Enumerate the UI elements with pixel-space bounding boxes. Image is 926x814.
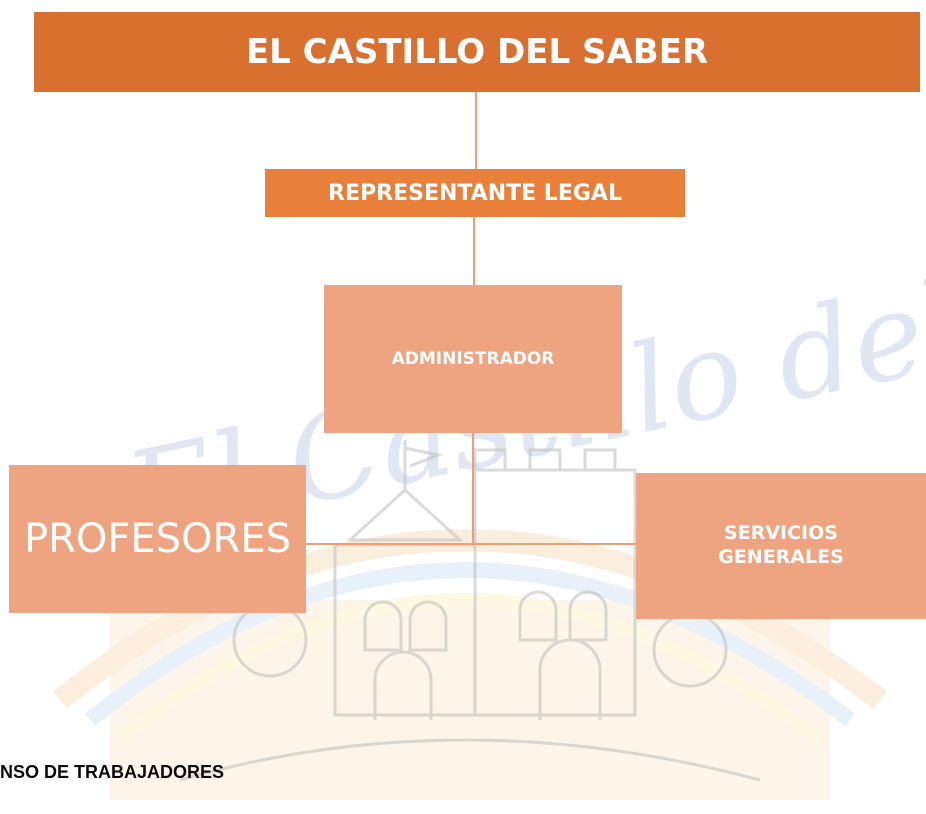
footer-caption: NSO DE TRABAJADORES xyxy=(0,762,225,782)
connector-admin-down xyxy=(472,433,474,545)
org-box-servicios-label: SERVICIOS GENERALES xyxy=(718,522,844,568)
org-box-profesores-label: PROFESORES xyxy=(23,516,291,562)
org-box-legal-label: REPRESENTANTE LEGAL xyxy=(328,180,622,206)
org-box-admin-label: ADMINISTRADOR xyxy=(391,349,555,369)
connector-horizontal xyxy=(306,543,636,545)
org-box-admin: ADMINISTRADOR xyxy=(324,285,622,433)
connector-top-legal xyxy=(475,92,477,169)
connector-legal-admin xyxy=(473,217,475,285)
org-box-profesores: PROFESORES xyxy=(9,465,306,613)
org-box-legal: REPRESENTANTE LEGAL xyxy=(265,169,685,217)
org-box-top: EL CASTILLO DEL SABER xyxy=(34,12,920,92)
org-box-top-label: EL CASTILLO DEL SABER xyxy=(245,32,709,72)
org-box-servicios: SERVICIOS GENERALES xyxy=(636,473,926,619)
